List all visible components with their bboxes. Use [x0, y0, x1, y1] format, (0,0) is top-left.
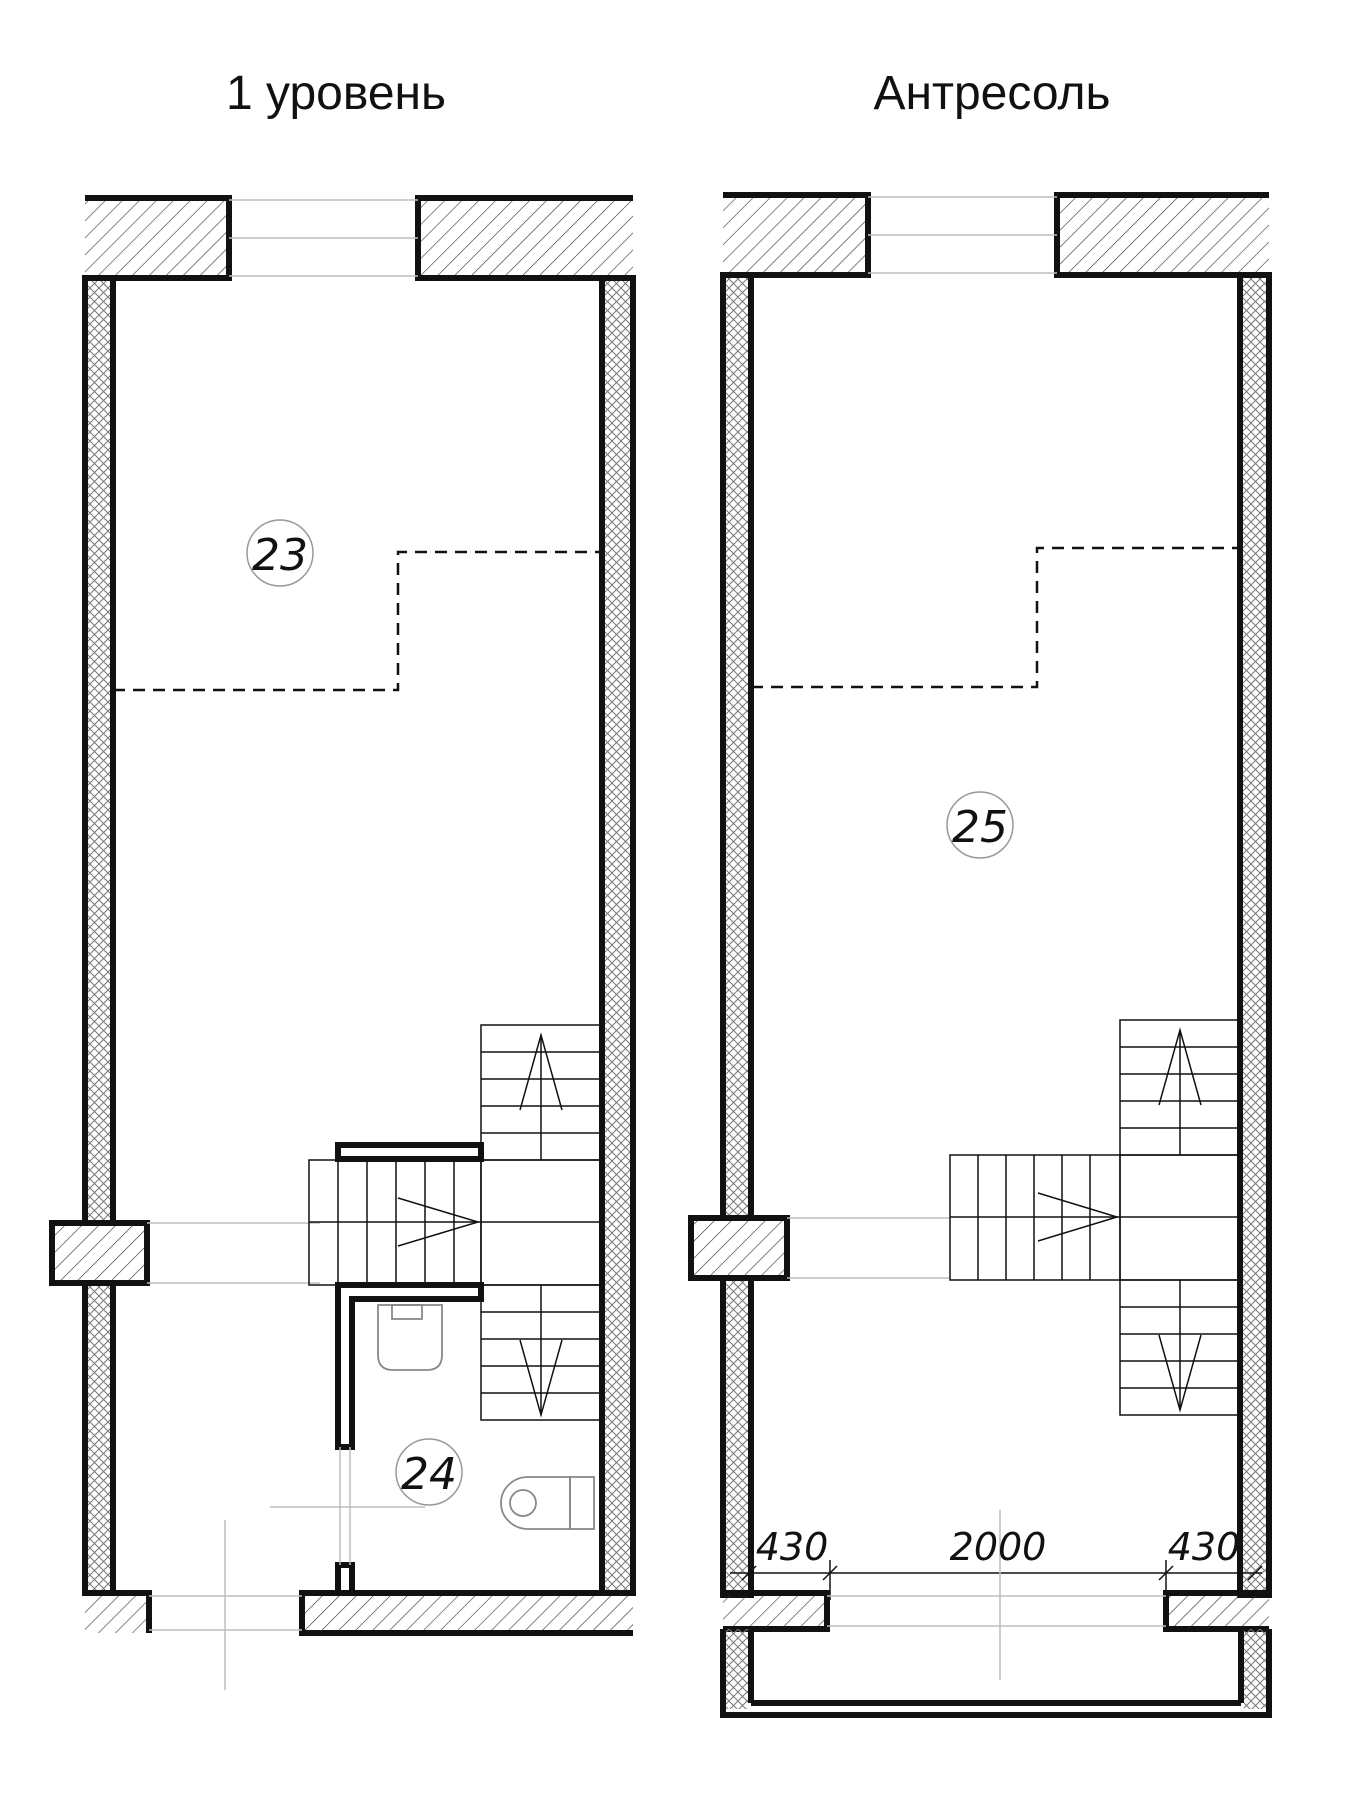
- sink: [377, 1304, 443, 1371]
- top-wall-left-segment: [85, 195, 232, 281]
- staircase-level-1: [308, 1024, 603, 1421]
- dimension-left: 430: [756, 1525, 829, 1569]
- top-wall-right-segment-mez: [1054, 192, 1269, 278]
- right-wall: [599, 275, 636, 1596]
- svg-text:23: 23: [252, 530, 308, 581]
- dimension-line: [730, 1510, 1263, 1680]
- top-wall-right-segment: [415, 195, 633, 281]
- mezzanine-title: Антресоль: [873, 67, 1111, 120]
- bathroom-partitions: [335, 1142, 484, 1596]
- toilet: [500, 1476, 595, 1530]
- staircase-mezzanine: [949, 1019, 1241, 1416]
- room-label-24: 24: [395, 1438, 463, 1506]
- dimension-right: 430: [1168, 1525, 1241, 1569]
- right-wall-mez: [1237, 272, 1272, 1598]
- top-wall-left-segment-mez: [723, 192, 871, 278]
- svg-text:25: 25: [952, 802, 1008, 853]
- bottom-wall-mez: [723, 1590, 1269, 1632]
- mezzanine-plan: 25 430 2000 430: [688, 192, 1272, 1718]
- room-label-25: 25: [946, 791, 1014, 859]
- level-1-title: 1 уровень: [225, 67, 447, 120]
- dimension-middle: 2000: [950, 1525, 1047, 1569]
- balcony: [720, 1629, 1272, 1718]
- room-label-23: 23: [246, 519, 314, 587]
- side-door-block-mez: [688, 1215, 950, 1281]
- svg-text:24: 24: [401, 1449, 457, 1500]
- left-wall-mez: [720, 272, 754, 1598]
- side-door-block: [49, 1220, 320, 1286]
- window-top-mez: [868, 196, 1057, 274]
- bottom-wall: [85, 1520, 633, 1690]
- mezzanine-edge-dashed: [751, 546, 1240, 689]
- bathroom-door-opening: [270, 1447, 425, 1565]
- level-1-plan: 23 24: [49, 195, 636, 1690]
- window-top: [229, 199, 418, 277]
- left-wall: [82, 275, 116, 1596]
- mezzanine-outline-dashed: [113, 550, 602, 692]
